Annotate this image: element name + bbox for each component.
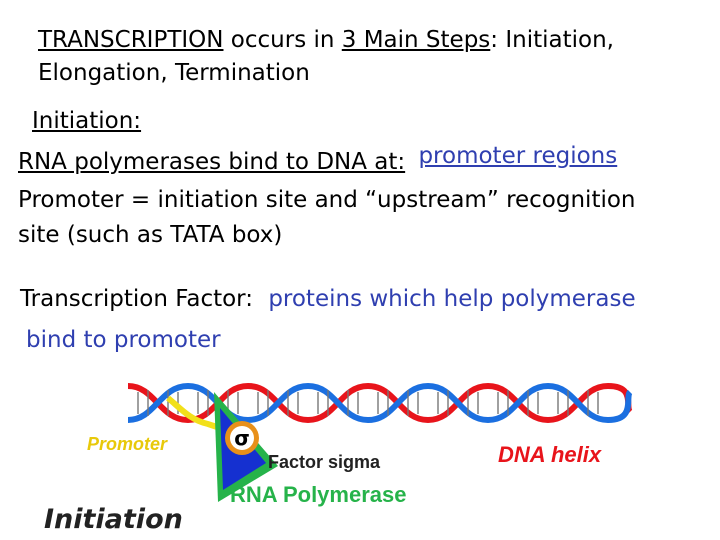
initiation-heading: Initiation: [32,108,142,134]
promoter-label: Promoter [87,434,168,454]
title-occurs-in: occurs in [223,27,342,53]
transcription-factor-line: Transcription Factor: proteins which hel… [20,285,636,313]
title-initiation: : Initiation, [490,27,614,53]
rna-polymerase-line: RNA polymerases bind to DNA at: promoter… [18,143,617,176]
dna-double-helix [127,382,633,431]
dna-helix-label: DNA helix [498,442,602,467]
factor-sigma-label: Factor sigma [268,452,381,472]
initiation-label: Initiation [44,504,183,535]
promoter-regions-answer: promoter regions [418,143,618,169]
sigma-symbol: σ [234,426,250,450]
promoter-definition-line-1: Promoter = initiation site and “upstream… [18,187,636,213]
transcription-initiation-diagram: σ Promoter Factor sigma DNA helix RNA Po… [44,382,633,535]
transcription-factor-answer-1: proteins which help polymerase [268,286,636,312]
transcription-factor-answer-2: bind to promoter [26,327,221,353]
transcription-factor-label: Transcription Factor: [20,286,253,312]
title-transcription: TRANSCRIPTION [38,27,224,53]
rna-polymerase-label: RNA polymerases bind to DNA at: [18,149,406,175]
title-line-1: TRANSCRIPTION occurs in 3 Main Steps: In… [38,26,614,54]
promoter-definition-line-2: site (such as TATA box) [18,222,283,248]
promoter-strand-yellow [166,395,221,431]
title-line-2: Elongation, Termination [38,60,310,86]
rna-polymerase-label: RNA Polymerase [230,482,406,507]
sigma-factor: σ [225,421,259,455]
title-main-steps: 3 Main Steps [341,27,491,53]
base-pair-rungs [137,390,599,416]
